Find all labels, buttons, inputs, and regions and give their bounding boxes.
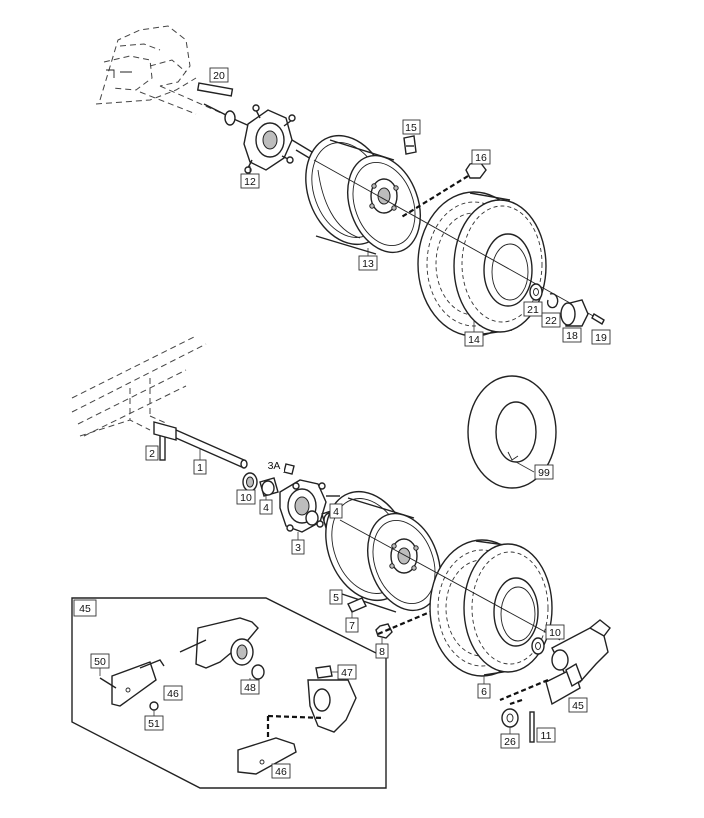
svg-text:18: 18 (566, 330, 578, 342)
valve-stem-part-7 (347, 597, 367, 613)
callout-22: 22 (541, 312, 561, 328)
upper-wheel-rim-part-13 (305, 134, 421, 255)
callout-4-left: 4 (259, 494, 273, 515)
svg-text:11: 11 (541, 730, 552, 742)
svg-text:21: 21 (527, 304, 539, 316)
svg-text:12: 12 (244, 176, 256, 188)
callout-46-lower: 46 (271, 763, 291, 779)
svg-text:7: 7 (349, 620, 355, 632)
svg-text:2: 2 (149, 448, 155, 460)
callout-3A: 3A (264, 458, 284, 472)
svg-text:15: 15 (405, 122, 417, 134)
callout-99: 99 (515, 461, 554, 480)
svg-text:3A: 3A (268, 460, 281, 472)
callout-18: 18 (562, 327, 582, 343)
axle-part-1 (153, 421, 248, 469)
svg-text:14: 14 (468, 334, 480, 346)
callout-6: 6 (477, 676, 491, 699)
svg-text:13: 13 (362, 258, 374, 270)
callout-16: 16 (471, 149, 491, 165)
callout-45-right: 45 (568, 697, 588, 713)
upper-hub-part-12 (243, 104, 317, 174)
callout-51: 51 (144, 710, 164, 731)
washer-part-26 (501, 708, 519, 728)
callout-13: 13 (358, 248, 378, 271)
svg-text:48: 48 (244, 682, 256, 694)
callout-11: 11 (536, 727, 556, 743)
callout-4-right: 4 (329, 503, 343, 519)
callout-3: 3 (291, 532, 305, 555)
retainer-part-22 (546, 293, 559, 309)
upper-axle-stub (203, 103, 255, 129)
grease-fitting-part-3A (283, 463, 295, 475)
callout-14: 14 (464, 320, 484, 347)
callout-10-right: 10 (545, 624, 565, 640)
svg-text:46: 46 (167, 688, 179, 700)
upper-tire-part-14 (417, 191, 547, 337)
svg-text:51: 51 (148, 718, 160, 730)
svg-text:5: 5 (333, 592, 339, 604)
lower-frame-sketch (71, 335, 207, 437)
valve-stem-part-15 (403, 135, 417, 155)
svg-text:10: 10 (240, 492, 252, 504)
hub-cap-part-18 (560, 299, 589, 327)
lower-wheel-rim-part-5 (325, 490, 441, 613)
svg-text:4: 4 (263, 502, 269, 514)
svg-text:16: 16 (475, 152, 487, 164)
svg-text:19: 19 (595, 332, 607, 344)
svg-text:47: 47 (341, 667, 353, 679)
svg-text:4: 4 (333, 506, 339, 518)
spacer-part-4-left (259, 477, 279, 497)
washer-part-21 (529, 283, 543, 301)
svg-text:99: 99 (538, 467, 550, 479)
callout-19: 19 (591, 329, 611, 345)
key-part-20 (196, 82, 234, 97)
callout-45-inset: 45 (73, 599, 97, 617)
lug-nut-part-8 (375, 610, 431, 639)
svg-text:10: 10 (549, 627, 561, 639)
callout-47: 47 (332, 664, 357, 680)
callout-8: 8 (375, 638, 389, 659)
svg-text:46: 46 (275, 766, 287, 778)
svg-text:45: 45 (572, 700, 584, 712)
callout-48: 48 (240, 678, 260, 695)
bolt-part-19 (591, 313, 605, 325)
svg-text:50: 50 (94, 656, 106, 668)
bearing-part-10-right (531, 637, 545, 655)
svg-text:1: 1 (197, 462, 203, 474)
callout-26: 26 (500, 727, 520, 749)
pin-part-2 (159, 433, 166, 461)
bearing-part-10-lower (242, 472, 258, 492)
svg-text:8: 8 (379, 646, 385, 658)
inset-detail-45 (71, 597, 387, 789)
callout-10-left: 10 (236, 489, 256, 505)
svg-text:22: 22 (545, 315, 557, 327)
callout-46-upper: 46 (163, 685, 183, 701)
svg-text:6: 6 (481, 686, 487, 698)
svg-text:26: 26 (504, 736, 516, 748)
pin-part-11 (529, 711, 535, 743)
callout-1: 1 (193, 448, 207, 475)
callout-20: 20 (209, 67, 229, 83)
callout-15: 15 (402, 119, 421, 135)
svg-text:45: 45 (79, 603, 91, 615)
lower-axle-centerline (339, 519, 561, 641)
svg-text:20: 20 (213, 70, 225, 82)
svg-text:3: 3 (295, 542, 301, 554)
callout-50: 50 (90, 653, 110, 676)
callout-2: 2 (145, 445, 159, 461)
callout-21: 21 (523, 301, 543, 317)
callout-7: 7 (345, 610, 359, 633)
lower-tire-part-6 (429, 539, 553, 677)
callout-5: 5 (329, 589, 343, 605)
fork-bracket-part-45 (499, 619, 611, 706)
callout-12: 12 (240, 166, 260, 189)
